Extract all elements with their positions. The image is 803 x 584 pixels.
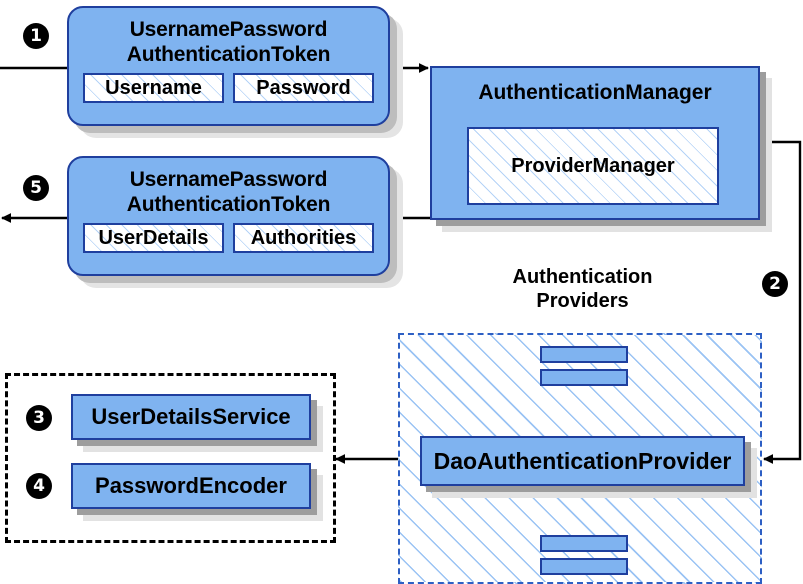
provider-bar-top-2[interactable] — [540, 369, 628, 386]
arrow-manager-to-provider — [760, 140, 802, 464]
provider-bar-bottom-2[interactable] — [540, 558, 628, 575]
badge-step-5: 5 — [23, 175, 49, 201]
response-token-box[interactable]: UsernamePassword AuthenticationToken Use… — [67, 156, 390, 276]
response-token-field-authorities: Authorities — [233, 223, 374, 253]
response-token-title-line2: AuthenticationToken — [126, 193, 331, 216]
user-details-service-box[interactable]: UserDetailsService — [71, 394, 311, 440]
response-token-title-line1: UsernamePassword — [129, 168, 328, 191]
provider-bar-bottom-1[interactable] — [540, 535, 628, 552]
provider-bar-top-1[interactable] — [540, 346, 628, 363]
dao-authentication-provider-box[interactable]: DaoAuthenticationProvider — [420, 436, 745, 486]
request-token-title-line2: AuthenticationToken — [126, 43, 331, 66]
request-token-box[interactable]: UsernamePassword AuthenticationToken Use… — [67, 6, 390, 126]
badge-step-4: 4 — [26, 473, 52, 499]
request-token-field-username: Username — [83, 73, 224, 103]
providers-label-line2: Providers — [536, 290, 629, 312]
request-token-field-password: Password — [233, 73, 374, 103]
badge-step-3: 3 — [26, 405, 52, 431]
providers-label-line1: Authentication — [512, 266, 653, 288]
badge-step-2: 2 — [762, 271, 788, 297]
provider-manager-box: ProviderManager — [467, 127, 719, 205]
password-encoder-box[interactable]: PasswordEncoder — [71, 463, 311, 509]
badge-step-1: 1 — [23, 23, 49, 49]
authentication-manager-title: AuthenticationManager — [478, 81, 712, 104]
response-token-field-userdetails: UserDetails — [83, 223, 224, 253]
authentication-providers-label: Authentication Providers — [470, 265, 695, 313]
request-token-title-line1: UsernamePassword — [129, 18, 328, 41]
authentication-manager-box[interactable]: AuthenticationManager ProviderManager — [430, 66, 760, 220]
